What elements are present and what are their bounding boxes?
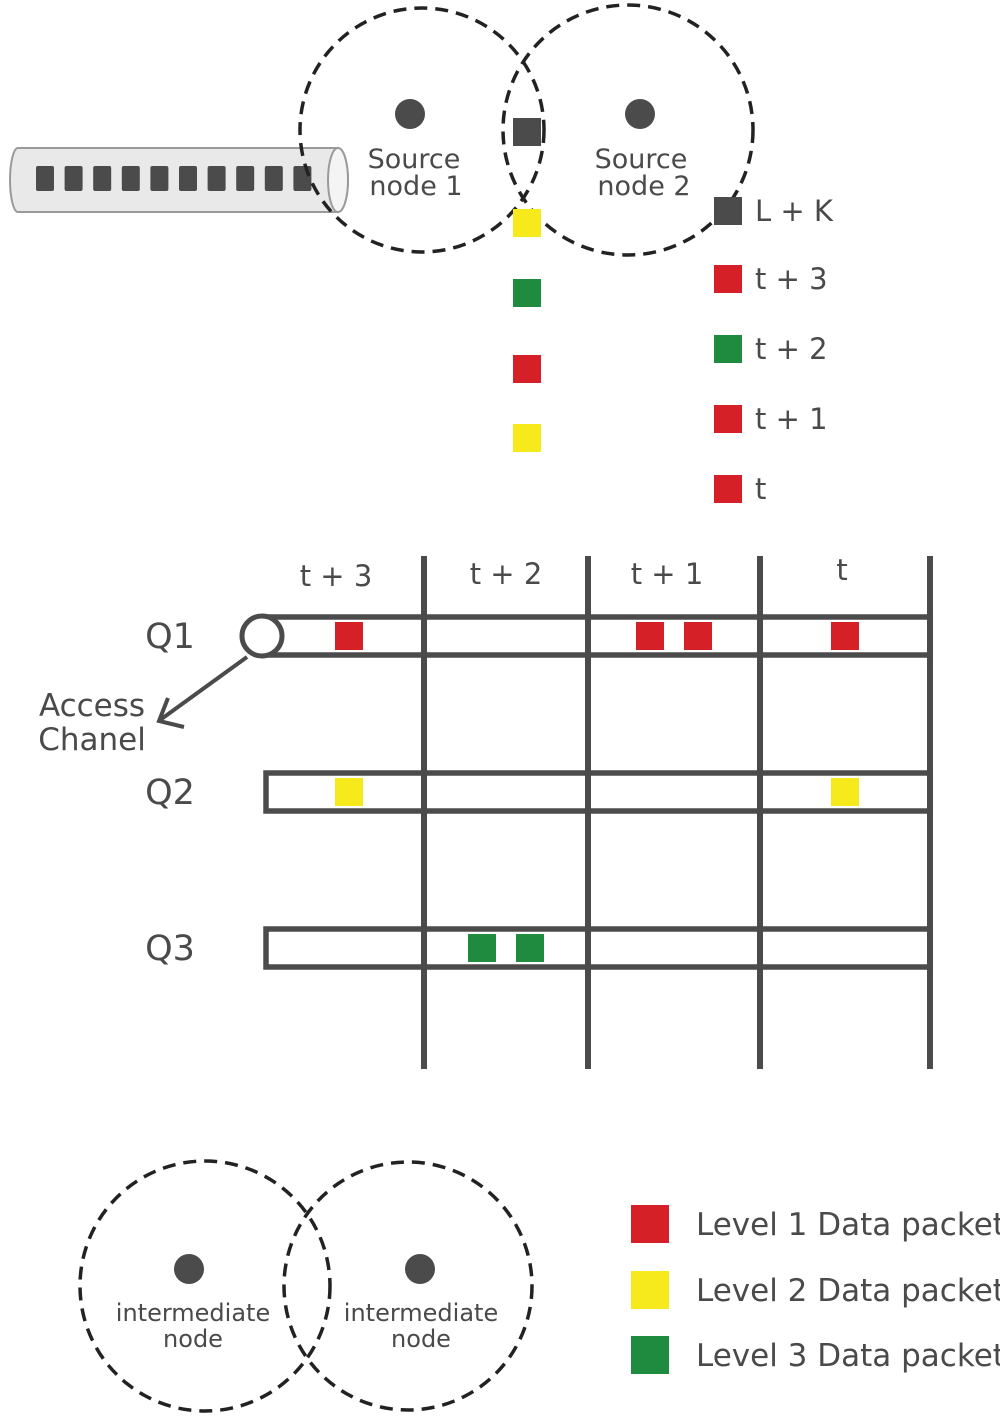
transmitted-packet-column xyxy=(513,118,541,452)
intermediate-node-2-range xyxy=(282,1160,534,1412)
intermediate-node-1-label-line1: intermediate xyxy=(116,1299,270,1327)
transmitted-packet xyxy=(513,424,541,452)
queue-packet xyxy=(335,622,363,650)
grid-column-headers: t + 3 t + 2 t + 1 t xyxy=(300,553,848,593)
queue-packet xyxy=(516,934,544,962)
grid-column-header: t xyxy=(836,553,847,587)
intermediate-node-2-label-line2: node xyxy=(391,1325,451,1353)
grid-column-header: t + 2 xyxy=(470,557,543,591)
transmitted-packet xyxy=(513,279,541,307)
intermediate-node-2-dot xyxy=(405,1254,435,1284)
buffer-packet xyxy=(236,166,255,191)
intermediate-node-1-dot xyxy=(174,1254,204,1284)
legend-swatch xyxy=(631,1205,669,1243)
source-node-1-label-line1: Source xyxy=(368,144,461,175)
legend-label: Level 1 Data packet xyxy=(696,1207,1000,1243)
timeline-packet xyxy=(714,197,742,225)
legend-label: Level 3 Data packet xyxy=(696,1338,1000,1374)
intermediate-node-1-label-line2: node xyxy=(163,1325,223,1353)
access-channel-arrow-head-icon xyxy=(156,697,185,729)
timeline-packet xyxy=(714,265,742,293)
transmitted-packet xyxy=(513,355,541,383)
grid-column-header: t + 1 xyxy=(631,557,704,591)
legend-label: Level 2 Data packet xyxy=(696,1273,1000,1309)
access-channel-arrow-shaft xyxy=(158,655,249,722)
transmitted-packet xyxy=(513,118,541,146)
queue-bar xyxy=(263,770,933,814)
queue-label: Q1 xyxy=(145,617,195,657)
buffer-packet xyxy=(207,166,226,191)
buffer-packet xyxy=(264,166,283,191)
queue-label: Q3 xyxy=(145,929,195,969)
buffer-packet xyxy=(93,166,112,191)
queue-packet xyxy=(335,778,363,806)
queue-packet xyxy=(636,622,664,650)
queue-bar xyxy=(263,926,933,970)
source-node-2-label-line1: Source xyxy=(595,144,688,175)
access-channel: Access Chanel xyxy=(38,613,285,758)
timeline-label: t + 3 xyxy=(755,262,828,296)
source-node-1-dot xyxy=(395,99,425,129)
intermediate-node-2-label-line1: intermediate xyxy=(344,1299,498,1327)
legend-swatch xyxy=(631,1336,669,1374)
intermediate-node-1-range xyxy=(78,1159,332,1413)
buffer-packet xyxy=(64,166,83,191)
channel-buffer xyxy=(9,147,349,213)
transmitted-packet xyxy=(513,209,541,237)
buffer-packet xyxy=(121,166,140,191)
buffer-packet xyxy=(293,166,312,191)
source-node-1-label-line2: node 1 xyxy=(369,171,462,202)
intermediate-node-1: intermediate node xyxy=(78,1159,332,1413)
queue-packet xyxy=(831,778,859,806)
timeline-label: t + 1 xyxy=(755,402,828,436)
source-node-2-range xyxy=(501,3,755,257)
packet-timeline: L + K t + 3 t + 2 t + 1 t xyxy=(714,194,834,506)
timeline-label: t xyxy=(755,472,766,506)
timeline-packet xyxy=(714,405,742,433)
timeline-label: L + K xyxy=(755,194,834,228)
grid-column-header: t + 3 xyxy=(300,559,373,593)
queue-packet xyxy=(684,622,712,650)
access-channel-port-icon xyxy=(239,613,285,659)
buffer-packet xyxy=(36,166,54,191)
queue-row: Q3 xyxy=(145,926,933,970)
queue-packet xyxy=(831,622,859,650)
buffer-packet xyxy=(179,166,197,191)
intermediate-node-2: intermediate node xyxy=(282,1160,534,1412)
buffer-packet xyxy=(150,166,169,191)
source-node-2-dot xyxy=(625,99,655,129)
queue-bar xyxy=(263,614,933,658)
legend-swatch xyxy=(631,1271,669,1309)
queue-packet xyxy=(468,934,496,962)
timeline-packet xyxy=(714,335,742,363)
source-node-2: Source node 2 xyxy=(501,3,755,257)
queue-row: Q2 xyxy=(145,770,933,814)
queue-label: Q2 xyxy=(145,773,195,813)
source-node-2-label-line2: node 2 xyxy=(597,171,690,202)
access-channel-label-line1: Access xyxy=(39,688,145,724)
timeline-packet xyxy=(714,475,742,503)
buffer-packets xyxy=(36,166,312,191)
source-node-1: Source node 1 xyxy=(298,6,546,254)
access-channel-label-line2: Chanel xyxy=(38,722,146,758)
timeline-label: t + 2 xyxy=(755,332,828,366)
source-node-1-range xyxy=(298,6,546,254)
